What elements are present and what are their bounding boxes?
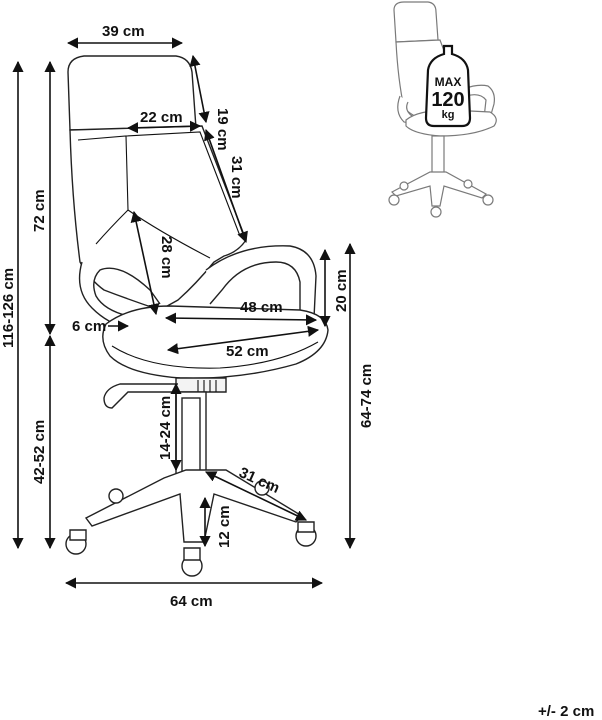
label-back-inner-width: 22 cm: [140, 109, 183, 126]
label-seat-floor-height: 64-74 cm: [358, 364, 375, 428]
label-backrest-width: 39 cm: [102, 23, 145, 40]
chair-main-drawing: [65, 55, 329, 577]
label-total-height: 116-126 cm: [0, 268, 17, 348]
label-gas-lift: 14-24 cm: [157, 396, 174, 460]
label-back-side-length: 31 cm: [228, 156, 245, 199]
badge-weight-value: 120: [431, 89, 464, 111]
label-armrest-height: 20 cm: [333, 269, 350, 312]
max-weight-badge: MAX 120 kg: [424, 44, 472, 128]
label-arm-gap: 6 cm: [72, 318, 106, 335]
label-seat-depth: 48 cm: [240, 299, 283, 316]
badge-weight-unit: kg: [442, 109, 455, 121]
weight-icon: [424, 44, 472, 128]
label-headrest-height: 19 cm: [214, 108, 231, 151]
label-back-height: 72 cm: [31, 189, 48, 232]
dimension-labels: 39 cm 19 cm 22 cm 31 cm 116-126 cm 72 cm…: [0, 23, 594, 720]
badge-max-label: MAX: [435, 75, 462, 89]
label-caster-height: 12 cm: [216, 505, 233, 548]
label-base-width: 64 cm: [170, 593, 213, 610]
tolerance-note: +/- 2 cm: [538, 703, 594, 720]
label-lumbar-height: 28 cm: [158, 236, 175, 279]
label-seat-width: 52 cm: [226, 343, 269, 360]
label-seat-height: 42-52 cm: [31, 420, 48, 484]
dimension-lines: [12, 37, 356, 589]
